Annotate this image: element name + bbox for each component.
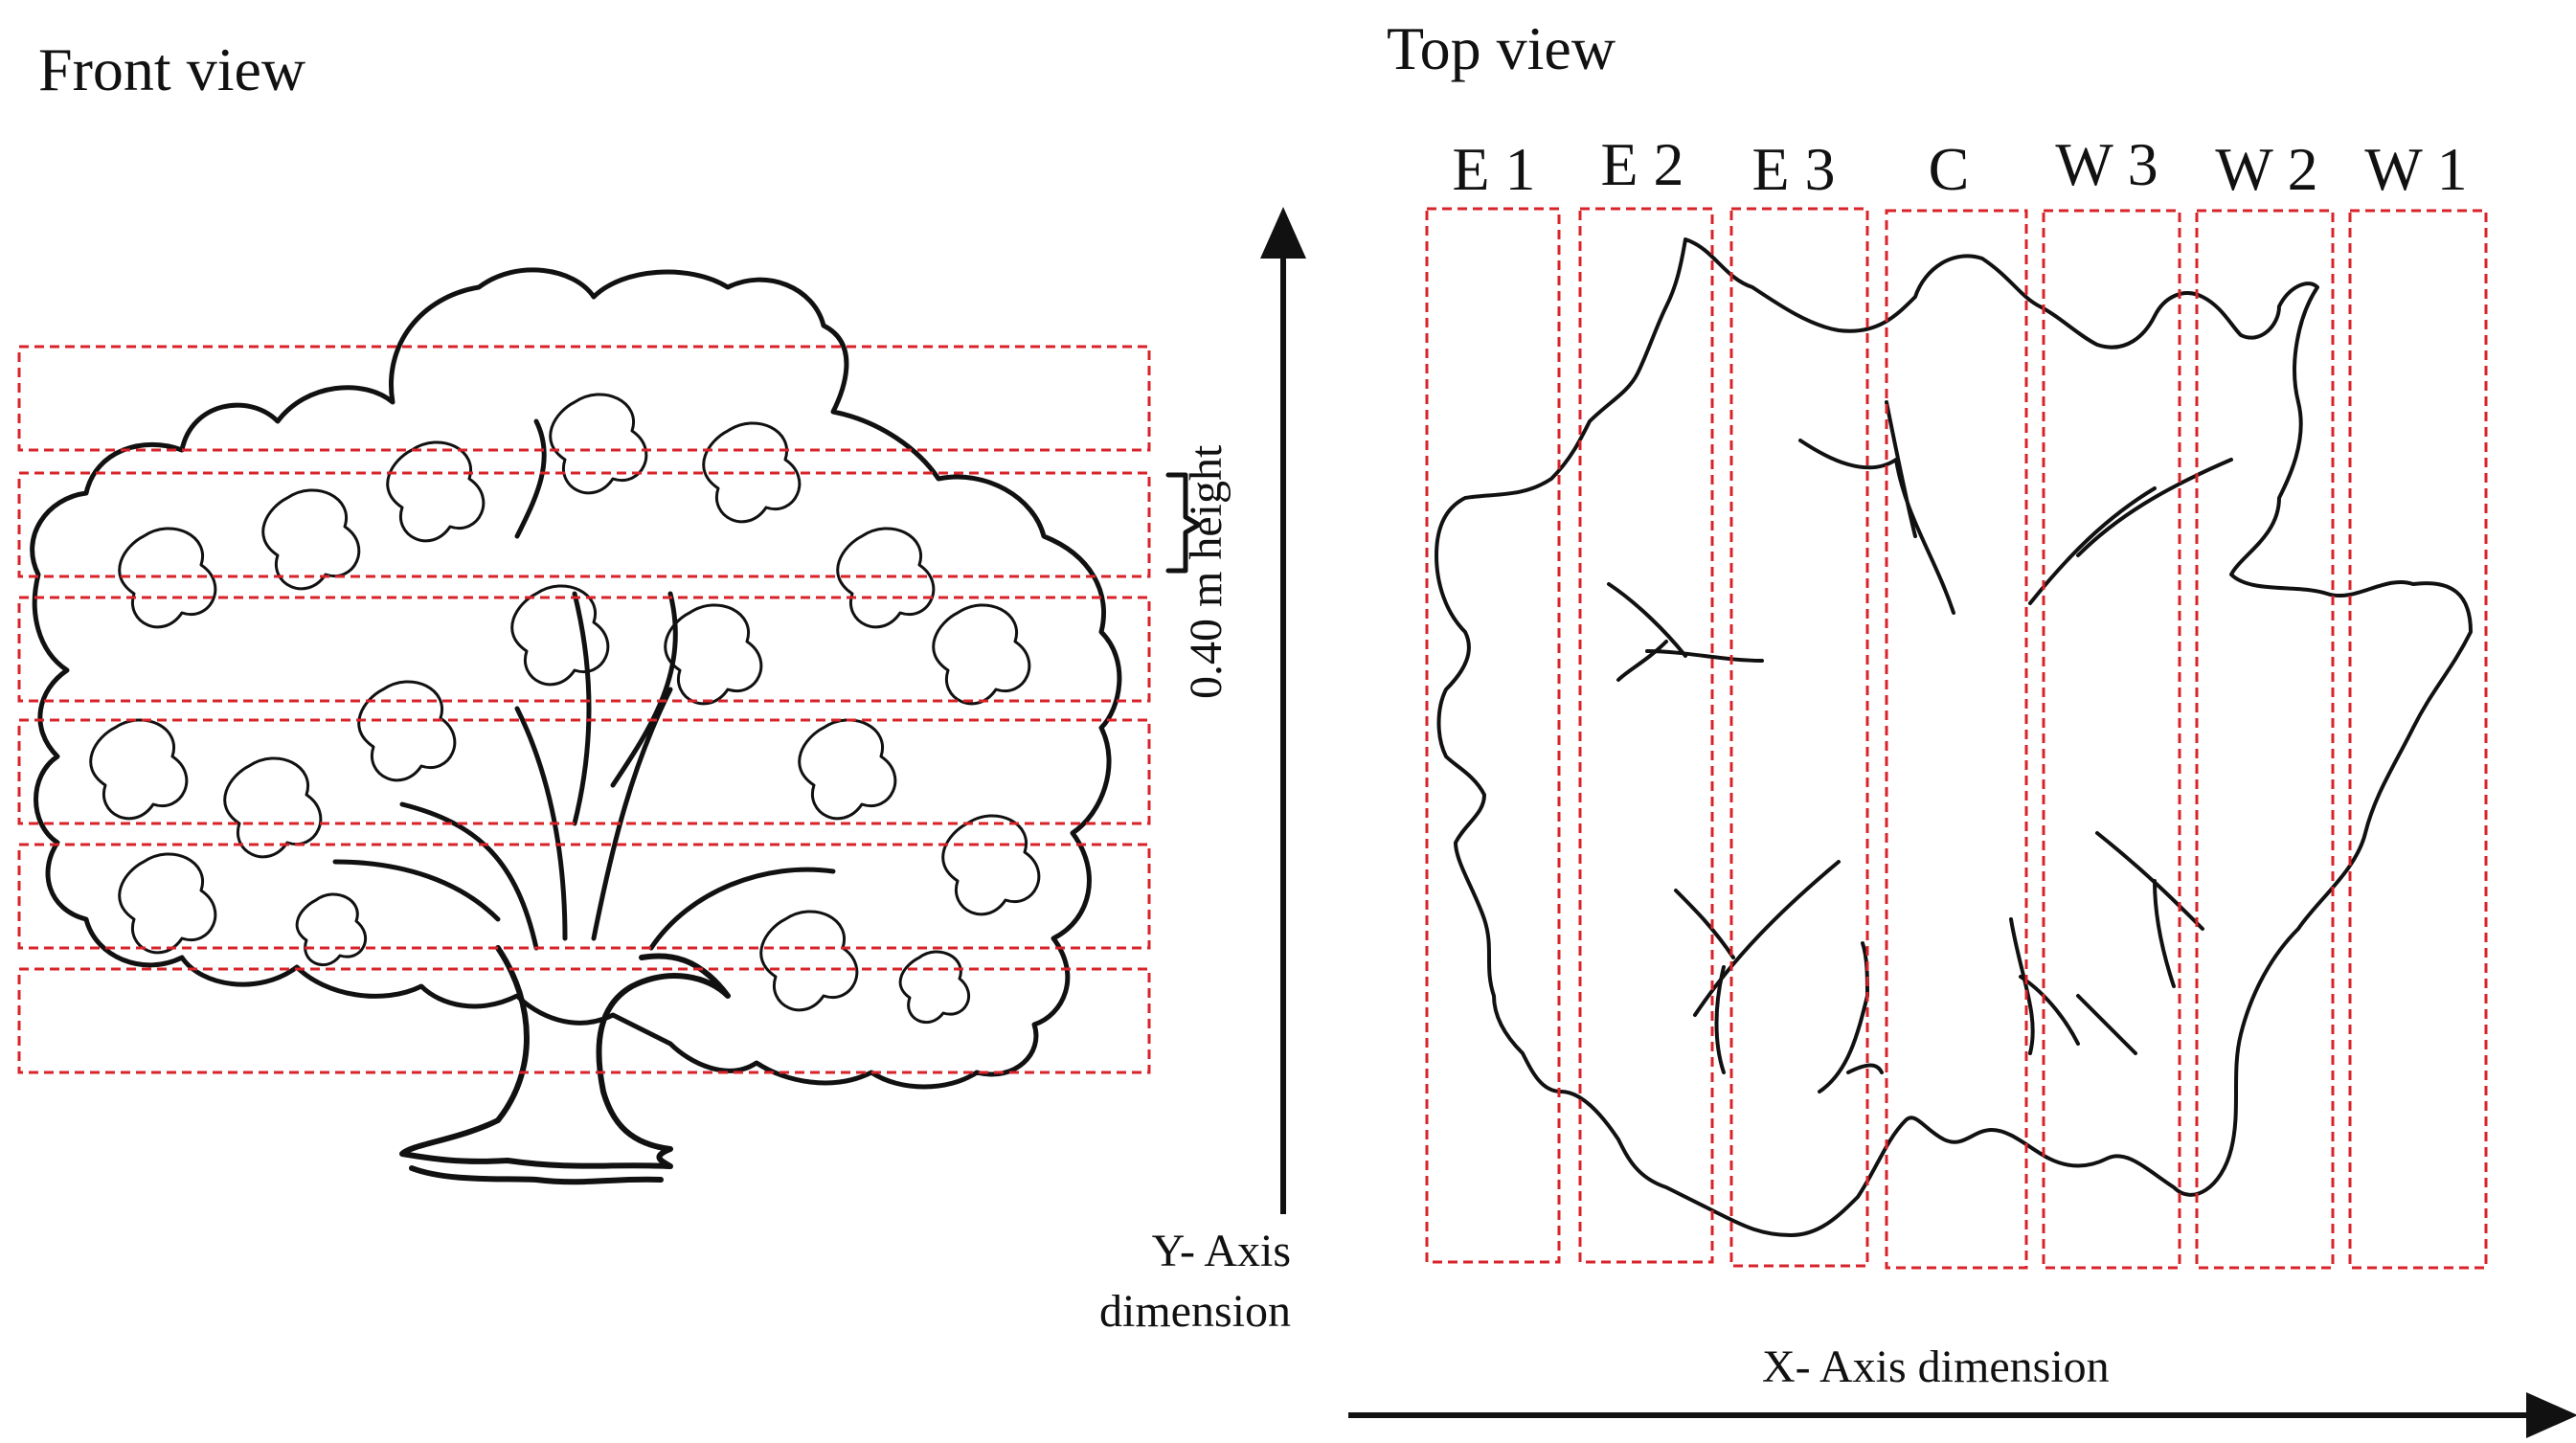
- front-foliage-detail: [89, 393, 1041, 1025]
- top-view-sections: [1425, 207, 2488, 1270]
- top-view-title: Top view: [1387, 14, 1616, 82]
- top-section-e1: [1425, 207, 1561, 1264]
- top-section-w1: [2348, 209, 2488, 1270]
- front-layer-6: [17, 967, 1151, 1074]
- front-layer-5: [17, 843, 1151, 950]
- x-axis-label: X- Axis dimension: [1762, 1342, 2110, 1392]
- front-view-title: Front view: [38, 35, 306, 103]
- top-section-w3: [2042, 209, 2181, 1270]
- top-view-canopy-illustration: [1435, 237, 2473, 1237]
- front-layer-2: [17, 471, 1151, 578]
- front-layer-3: [17, 596, 1151, 703]
- section-label-e3: E 3: [1751, 135, 1836, 203]
- y-axis-label: Y- Axis dimension: [1099, 1221, 1291, 1342]
- front-layer-4: [17, 718, 1151, 825]
- top-canopy-outline: [1435, 237, 2473, 1237]
- top-section-c: [1885, 209, 2028, 1270]
- front-view-tree-illustration: [30, 267, 1122, 1185]
- section-label-w1: W 1: [2364, 135, 2468, 203]
- top-branches: [1607, 400, 2233, 1094]
- front-view-layers: [17, 345, 1151, 1074]
- section-label-e2: E 2: [1600, 130, 1684, 198]
- top-section-e2: [1578, 207, 1714, 1264]
- top-section-e3: [1729, 207, 1869, 1268]
- top-section-w2: [2195, 209, 2335, 1270]
- section-label-w3: W 3: [2055, 130, 2158, 198]
- front-trunk: [399, 945, 731, 1169]
- height-bracket: [1165, 472, 1202, 574]
- front-trunk-base: [409, 1165, 664, 1185]
- y-axis-label-line2: dimension: [1099, 1286, 1291, 1337]
- section-label-e1: E 1: [1452, 135, 1536, 203]
- front-branches: [332, 418, 836, 951]
- section-label-w2: W 2: [2215, 135, 2318, 203]
- front-canopy-outline: [30, 267, 1122, 1090]
- section-label-c: C: [1928, 135, 1970, 203]
- y-axis-label-line1: Y- Axis: [1151, 1226, 1291, 1276]
- front-layer-1: [17, 345, 1151, 452]
